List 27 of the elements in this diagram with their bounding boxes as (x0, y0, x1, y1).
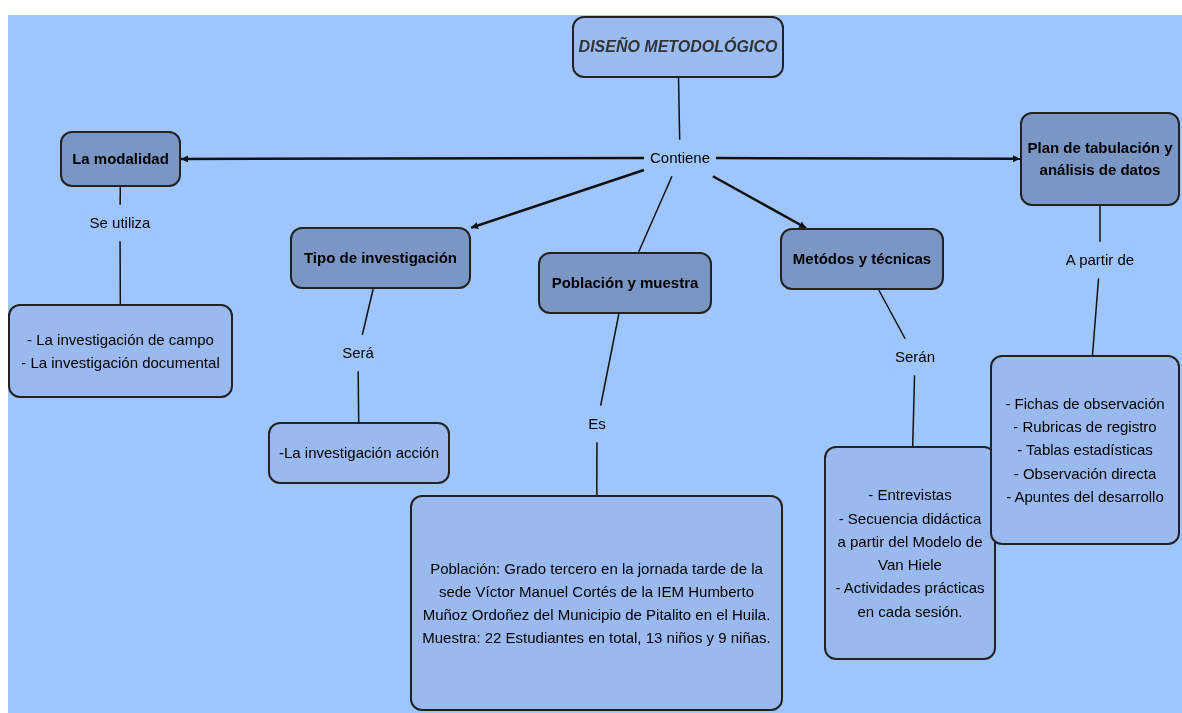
connector-line (912, 374, 916, 447)
concept-box: La modalidad (60, 131, 181, 187)
connector-line (1091, 277, 1100, 356)
concept-box: Tipo de investigación (290, 227, 471, 289)
connector-line (596, 441, 598, 496)
concept-box: Metódos y técnicas (780, 228, 944, 290)
content-box: Población: Grado tercero en la jornada tarde de la sede Víctor Manuel Cortés de la IEM Humberto Muñoz Ordoñez del Municipio de Pitalito en el Huila. Muestra: 22 Estudiantes en total, 13 niños y 9 niñas. (410, 495, 783, 711)
content-box: - Entrevistas - Secuencia didáctica a partir del Modelo de Van Hiele - Actividades prácticas en cada sesión. (824, 446, 996, 660)
connector-line (119, 240, 122, 305)
connector-line (677, 77, 681, 141)
connector-line (119, 186, 122, 206)
connector-line (599, 313, 620, 407)
content-box: -La investigación acción (268, 422, 450, 484)
connector-line (361, 288, 374, 336)
arrow (181, 155, 644, 163)
title-box: DISEÑO METODOLÓGICO (572, 16, 784, 78)
connector-line (878, 289, 906, 340)
concept-box: Plan de tabulación y análisis de datos (1020, 112, 1180, 206)
content-box: - La investigación de campo - La investigación documental (8, 304, 233, 398)
connector-line (1099, 205, 1101, 243)
connector-line (357, 370, 360, 423)
concept-box: Población y muestra (538, 252, 712, 314)
arrow (470, 168, 645, 229)
content-box: - Fichas de observación - Rubricas de registro - Tablas estadísticas - Observación directa - Apuntes del desarrollo (990, 355, 1180, 545)
arrow (712, 175, 807, 230)
connector-line (637, 175, 673, 253)
arrow (716, 155, 1020, 163)
